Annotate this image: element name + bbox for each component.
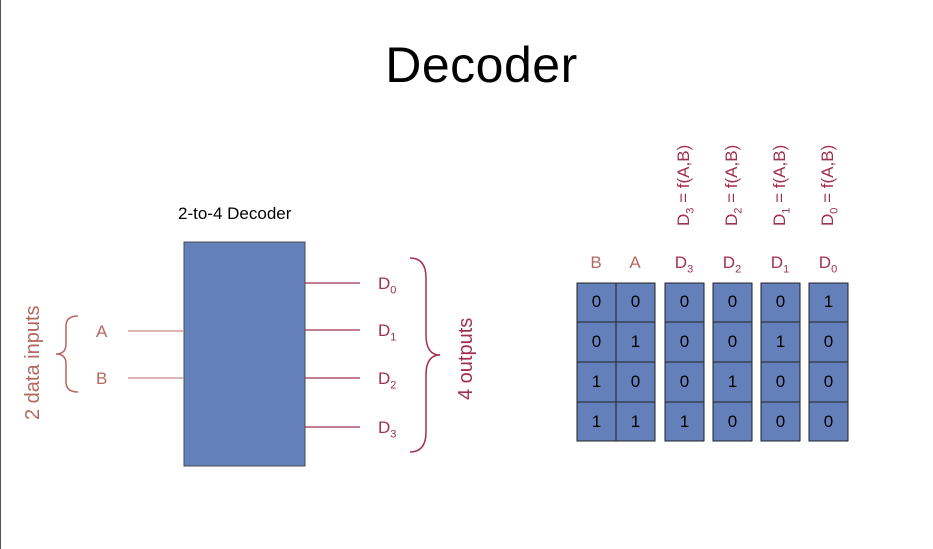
slide-title: Decoder <box>385 37 578 93</box>
outputs-brace <box>409 257 441 453</box>
input-label-a: A <box>96 322 108 341</box>
cell-r1-d3: 0 <box>679 332 690 351</box>
cell-r1-d0: 0 <box>823 332 834 351</box>
decoder-block <box>183 241 306 467</box>
cell-r3-b: 1 <box>591 412 602 431</box>
cell-r1-b: 0 <box>591 332 602 351</box>
cell-r1-d2: 0 <box>727 332 738 351</box>
cell-r0-b: 0 <box>591 292 602 311</box>
cell-r2-d0: 0 <box>823 372 834 391</box>
cell-r3-d0: 0 <box>823 412 834 431</box>
cell-r2-d1: 0 <box>775 372 786 391</box>
output-label-d2: D2 <box>378 369 397 392</box>
inputs-brace <box>55 315 79 393</box>
slide-left-border <box>0 0 1 549</box>
header-d1: D1 <box>770 253 790 276</box>
cell-r2-d3: 0 <box>679 372 690 391</box>
header-d3: D3 <box>674 253 694 276</box>
cell-r0-d1: 0 <box>775 292 786 311</box>
input-label-b: B <box>96 369 108 388</box>
output-label-d0: D0 <box>378 274 397 297</box>
decoder-label: 2-to-4 Decoder <box>178 204 292 223</box>
header-d2: D2 <box>722 253 742 276</box>
formula-d0: D0 = f(A,B) <box>818 144 841 226</box>
header-b: B <box>590 253 602 272</box>
cell-r2-b: 1 <box>591 372 602 391</box>
cell-r3-d2: 0 <box>727 412 738 431</box>
output-label-d3: D3 <box>378 418 397 441</box>
cell-r1-a: 1 <box>630 332 641 351</box>
cell-r0-d2: 0 <box>727 292 738 311</box>
cell-r2-a: 0 <box>630 372 641 391</box>
cell-r1-d1: 1 <box>775 332 786 351</box>
cell-r0-d0: 1 <box>823 292 834 311</box>
cell-r3-d3: 1 <box>679 412 690 431</box>
cell-r3-a: 1 <box>630 412 641 431</box>
output-label-d1: D1 <box>378 321 397 344</box>
formula-d3: D3 = f(A,B) <box>674 144 697 226</box>
formula-d1: D1 = f(A,B) <box>770 144 793 226</box>
cell-r0-d3: 0 <box>679 292 690 311</box>
cell-r0-a: 0 <box>630 292 641 311</box>
formula-d2: D2 = f(A,B) <box>722 144 745 226</box>
header-a: A <box>629 253 641 272</box>
header-d0: D0 <box>818 253 838 276</box>
cell-r2-d2: 1 <box>727 372 738 391</box>
cell-r3-d1: 0 <box>775 412 786 431</box>
